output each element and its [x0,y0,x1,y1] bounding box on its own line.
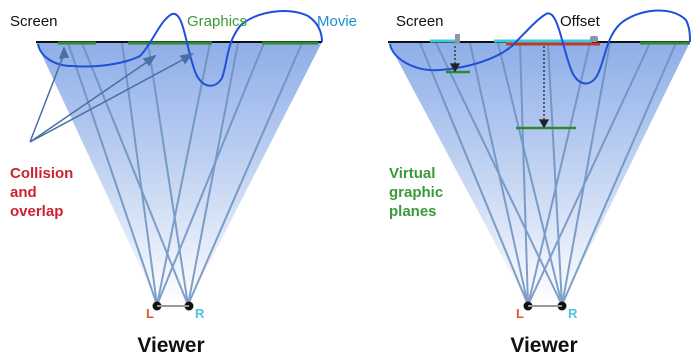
collision-label-line-1: Collision [10,165,73,182]
offset-arrows [449,46,550,129]
left-movie-label: Movie [317,13,357,30]
collision-label-line-2: and [10,184,37,201]
right-panel: Screen Offset Virtual graphic planes L R… [388,9,691,357]
left-movie-depth-curve [37,10,323,87]
left-screen-label: Screen [10,13,58,30]
offset-marker-2 [590,36,598,42]
left-panel: Screen Graphics Movie Collision and over… [10,10,357,357]
left-eye-l-label: L [146,306,154,321]
right-eye-l-label: L [516,306,524,321]
virtual-planes-label-line-1: Virtual [389,165,435,182]
left-sight-rays [67,42,303,306]
offset-marker-1 [455,34,460,44]
right-offset-label: Offset [560,13,601,30]
right-view-cone [388,42,690,305]
virtual-graphic-planes [446,70,576,130]
right-offset-segments [430,39,690,46]
collision-label-line-3: overlap [10,203,63,220]
left-eye-r-label: R [195,306,205,321]
right-sight-rays [419,42,677,306]
virtual-planes-label-line-2: graphic [389,184,443,201]
left-viewer-label: Viewer [137,334,204,357]
virtual-planes-label-line-3: planes [389,203,437,220]
right-eye-r-label: R [568,306,578,321]
right-screen-label: Screen [396,13,444,30]
left-view-cone [36,42,322,305]
left-annotation-arrows [29,46,194,143]
right-viewer-label: Viewer [510,334,577,357]
right-movie-depth-curve [389,9,691,85]
left-graphics-label: Graphics [187,13,247,30]
